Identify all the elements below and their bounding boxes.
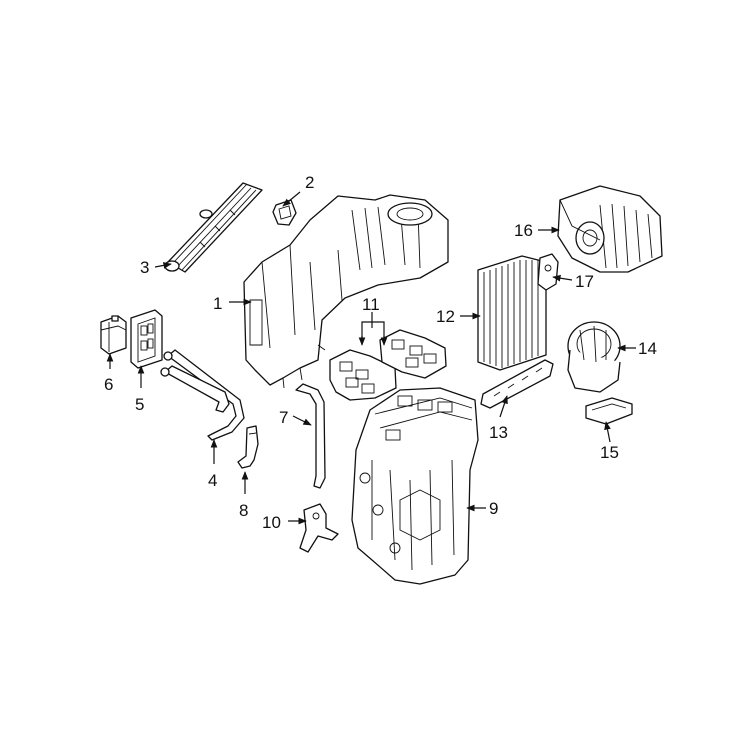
callout-2: 2 xyxy=(305,173,314,192)
temperature-sensor xyxy=(237,425,259,469)
upper-housing xyxy=(243,194,449,389)
seal-ring xyxy=(272,199,297,226)
blower-motor xyxy=(567,321,621,393)
callout-10: 10 xyxy=(262,513,281,532)
callout-5: 5 xyxy=(135,395,144,414)
callout-1: 1 xyxy=(213,294,222,313)
lower-housing xyxy=(351,387,479,585)
callout-16: 16 xyxy=(514,221,533,240)
blower-resistor xyxy=(585,397,633,425)
callout-9: 9 xyxy=(489,499,498,518)
heater-core xyxy=(164,182,263,273)
drain-hose xyxy=(295,383,326,489)
actuator-small xyxy=(100,315,127,355)
callout-15: 15 xyxy=(600,443,619,462)
mounting-bracket xyxy=(299,503,339,553)
callout-3: 3 xyxy=(140,258,149,277)
recirculation-actuator xyxy=(537,253,559,291)
cabin-air-filter xyxy=(477,255,547,371)
heater-tubes xyxy=(160,349,245,441)
callout-11: 11 xyxy=(362,295,380,314)
evaporator-gasket xyxy=(130,309,163,369)
callout-7: 7 xyxy=(279,408,288,427)
blower-housing xyxy=(557,185,663,273)
callout-labels: 1 2 3 4 5 6 7 8 9 10 11 12 13 14 15 16 1… xyxy=(104,173,657,532)
filter-bracket xyxy=(480,359,554,409)
callout-4: 4 xyxy=(208,471,217,490)
callout-12: 12 xyxy=(436,307,455,326)
leader-lines xyxy=(106,191,636,525)
duct-gaskets xyxy=(329,329,447,401)
callout-8: 8 xyxy=(239,501,248,520)
callout-14: 14 xyxy=(638,339,657,358)
callout-13: 13 xyxy=(489,423,508,442)
callout-6: 6 xyxy=(104,375,113,394)
callout-17: 17 xyxy=(575,272,594,291)
